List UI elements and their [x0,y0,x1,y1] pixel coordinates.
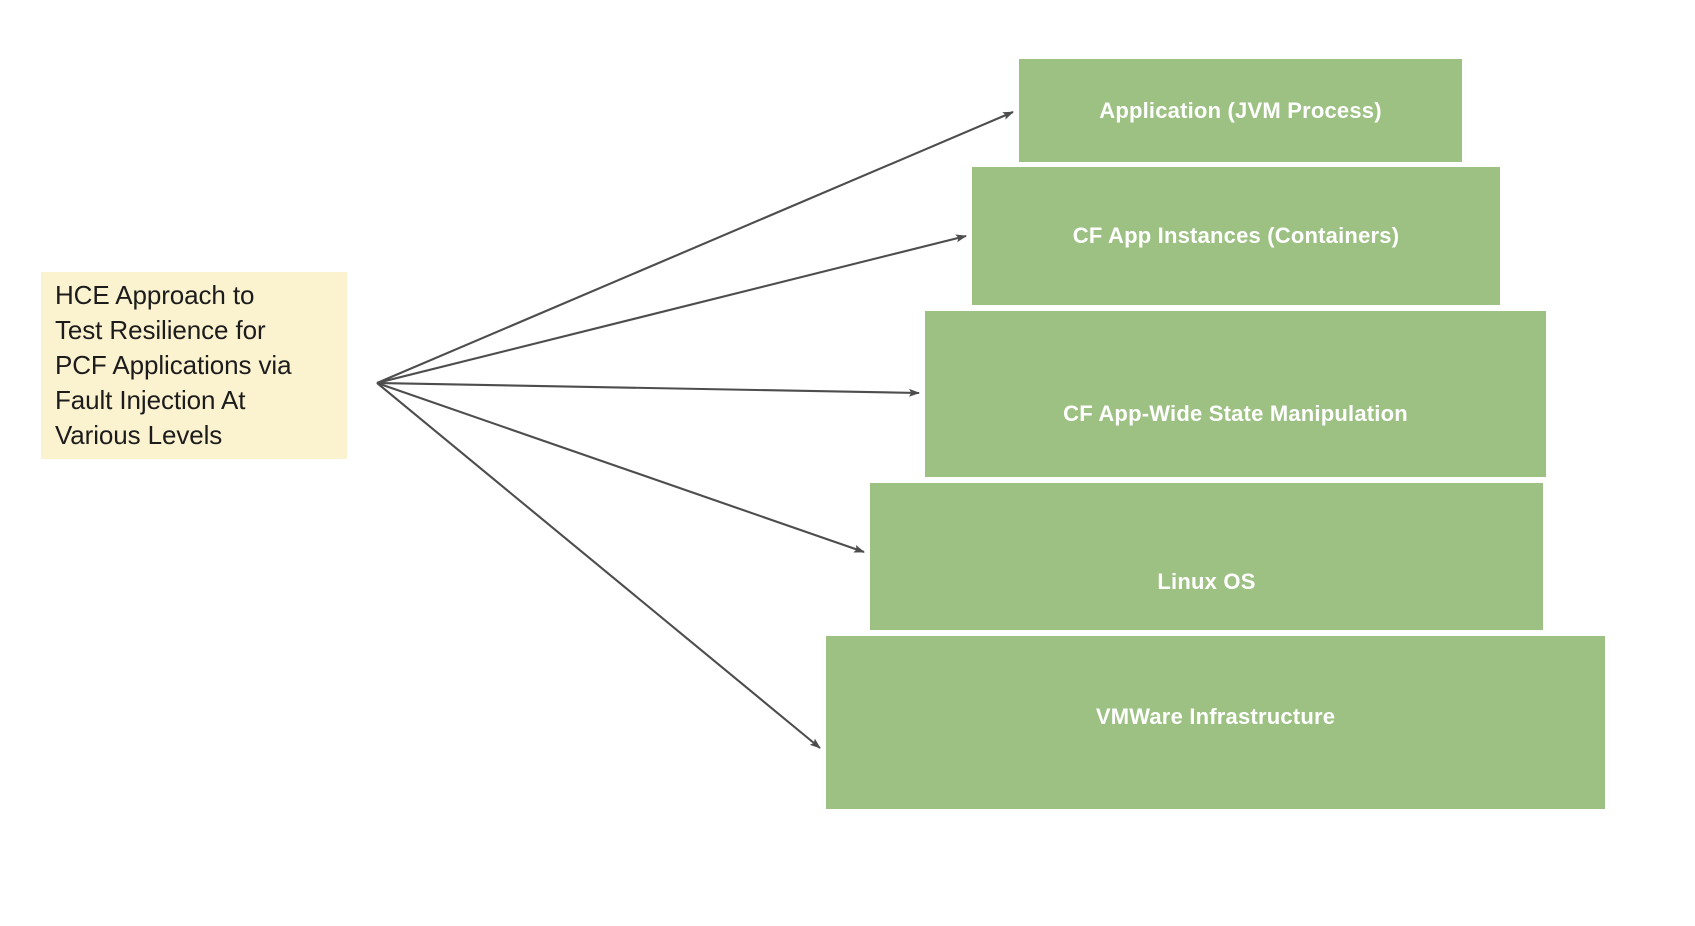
connector-to-vmware [376,382,821,749]
layer-box-application[interactable]: Application (JVM Process) [1019,59,1462,162]
connector-to-cf-state [376,381,920,397]
connector-to-application [376,111,1014,384]
layer-label-cf-state: CF App-Wide State Manipulation [1063,401,1408,426]
layer-label-cf-instances: CF App Instances (Containers) [1072,223,1400,248]
layer-label-linux-os: Linux OS [1157,568,1256,594]
layer-label-application: Application (JVM Process) [1099,97,1382,123]
layer-box-vmware[interactable]: VMWare Infrastructure [826,636,1605,809]
connector-to-cf-instances [376,234,967,385]
layer-box-cf-instances[interactable]: CF App Instances (Containers) [972,167,1500,305]
layer-box-linux-os[interactable]: Linux OS [870,483,1543,630]
layer-box-cf-state[interactable]: CF App-Wide State Manipulation [925,311,1546,477]
layer-label-vmware: VMWare Infrastructure [1095,703,1336,729]
source-note-box[interactable]: HCE Approach to Test Resilience for PCF … [41,272,347,459]
connector-to-linux-os [376,382,865,553]
source-note-label: HCE Approach to Test Resilience for PCF … [55,280,292,450]
